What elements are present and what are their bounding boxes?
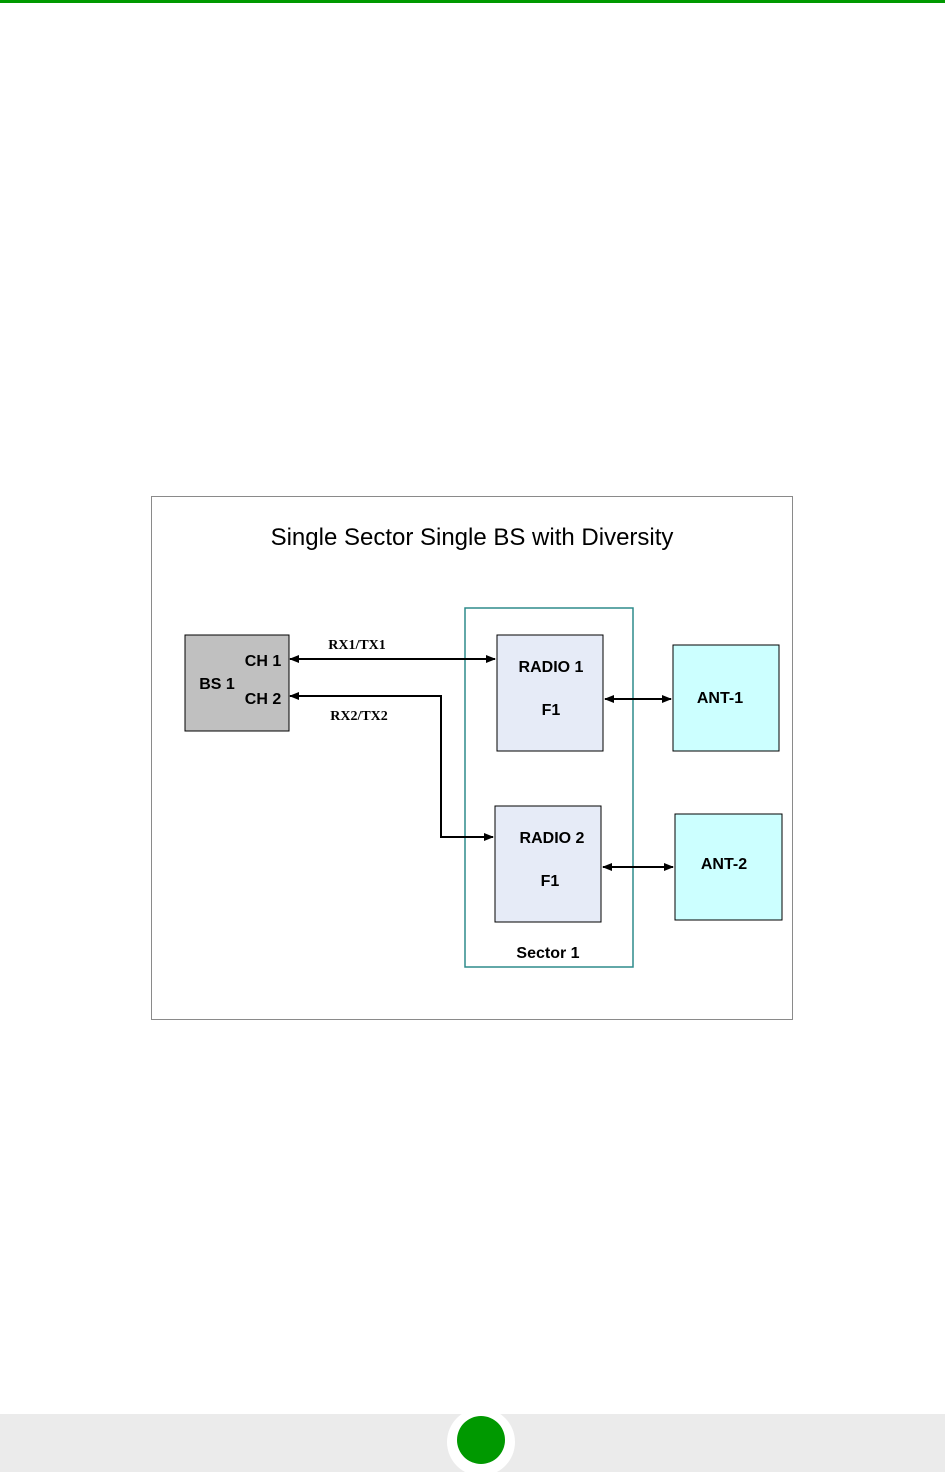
sector-label: Sector 1 bbox=[516, 945, 579, 962]
antenna-1-label: ANT-1 bbox=[697, 690, 743, 707]
radio-1-name: RADIO 1 bbox=[519, 659, 584, 676]
diagram-title: Single Sector Single BS with Diversity bbox=[271, 524, 674, 551]
radio-2-box bbox=[495, 806, 601, 922]
page-badge bbox=[457, 1416, 505, 1464]
base-station-label: BS 1 bbox=[199, 676, 235, 693]
radio-2-freq: F1 bbox=[541, 873, 560, 890]
diagram-frame: Single Sector Single BS with Diversity S… bbox=[151, 496, 793, 1020]
link-2-label: RX2/TX2 bbox=[330, 709, 388, 724]
top-rule bbox=[0, 0, 945, 3]
radio-2-name: RADIO 2 bbox=[520, 830, 585, 847]
diagram-canvas: Single Sector Single BS with Diversity S… bbox=[152, 497, 792, 1019]
radio-1-freq: F1 bbox=[542, 702, 561, 719]
channel-2-label: CH 2 bbox=[245, 691, 282, 708]
link-2-arrow bbox=[290, 696, 493, 837]
radio-1-box bbox=[497, 635, 603, 751]
channel-1-label: CH 1 bbox=[245, 653, 282, 670]
antenna-2-label: ANT-2 bbox=[701, 856, 747, 873]
link-1-label: RX1/TX1 bbox=[328, 638, 386, 653]
